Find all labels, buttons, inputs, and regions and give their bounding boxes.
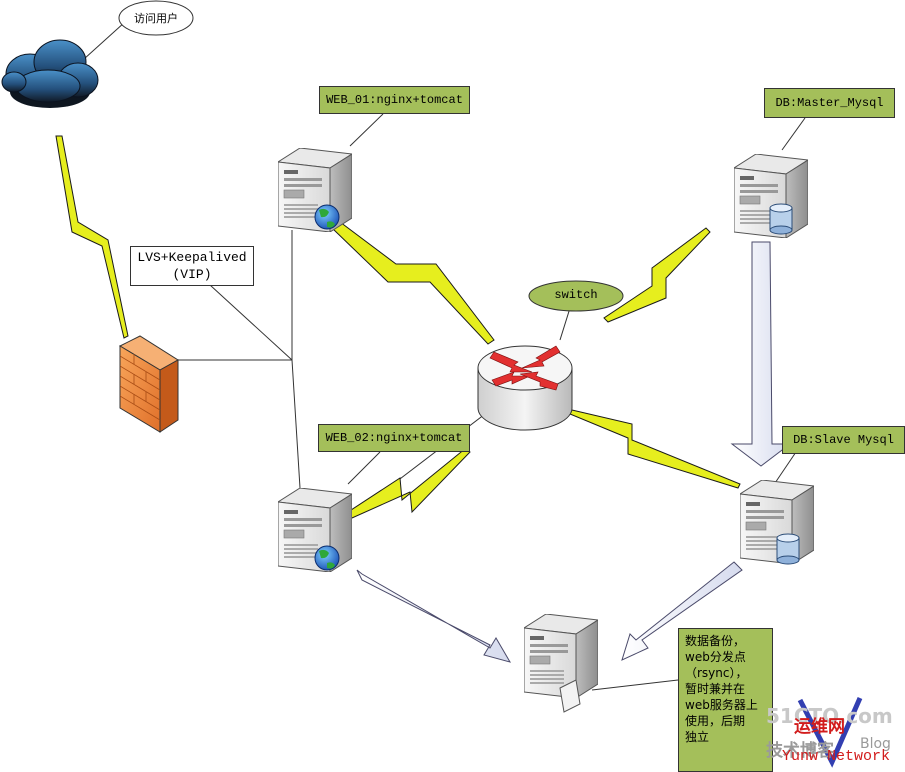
watermark-brand-en: Yunw Network	[782, 748, 891, 765]
backup-disk-icon	[559, 679, 581, 713]
globe-icon	[314, 545, 340, 571]
visit-user-bubble	[118, 0, 194, 36]
web02-callout: WEB_02:nginx+tomcat	[318, 424, 470, 452]
watermark-zh-line: 技术博客	[766, 741, 834, 761]
backup-arrow-right	[621, 561, 743, 661]
lightning-links	[55, 135, 741, 519]
backup-server-icon	[524, 614, 598, 698]
switch-label-bubble	[528, 280, 624, 312]
database-icon	[776, 533, 800, 565]
firewall-icon	[118, 335, 179, 433]
switch-label: switch	[554, 288, 598, 302]
backup-note: 数据备份， web分发点 （rsync）， 暂时兼并在 web服务器上 使用，后…	[678, 628, 773, 772]
cloud-icon	[1, 39, 99, 108]
watermark-brand-zh: 运维网	[794, 717, 845, 737]
lvs-callout: LVS+Keepalived (VIP)	[130, 246, 254, 286]
watermark-site: 51CTO.com	[766, 704, 893, 728]
database-icon	[769, 203, 793, 235]
watermark-blog: Blog	[860, 736, 891, 752]
watermark-logo	[797, 696, 863, 768]
lvs-callout-line2: (VIP)	[172, 267, 212, 282]
web01-callout: WEB_01:nginx+tomcat	[319, 86, 470, 114]
globe-icon	[314, 204, 340, 230]
db-slave-callout: DB:Slave Mysql	[782, 426, 905, 454]
lvs-callout-line1: LVS+Keepalived	[137, 250, 247, 265]
visit-user-label: 访问用户	[134, 12, 178, 25]
db-master-callout: DB:Master_Mysql	[764, 88, 895, 118]
backup-arrow-left	[356, 569, 512, 663]
flow-arrows	[356, 241, 792, 663]
router-icon	[477, 345, 573, 431]
replication-arrow	[730, 241, 792, 467]
